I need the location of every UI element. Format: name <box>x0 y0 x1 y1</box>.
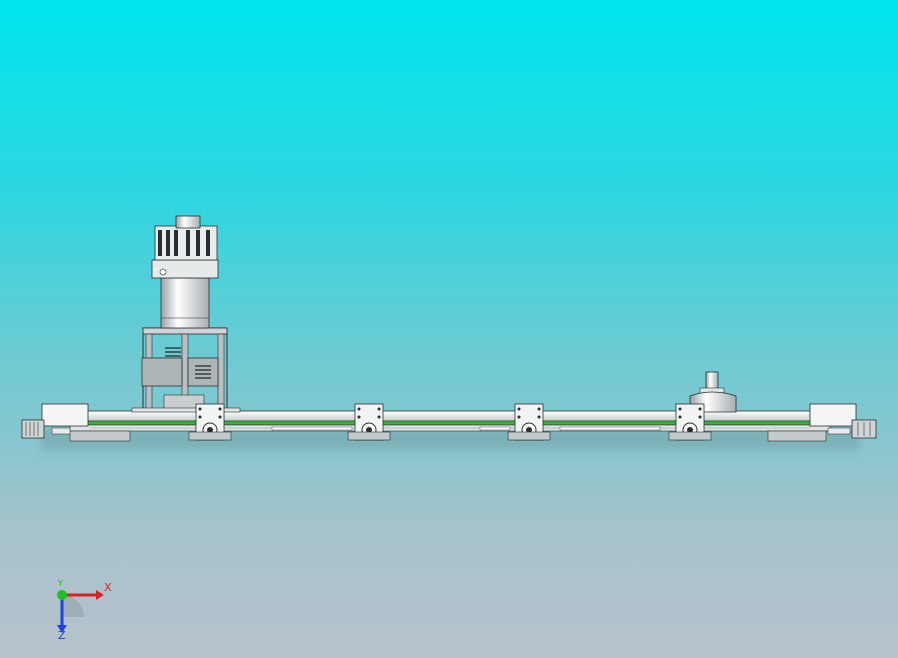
right-end-cap[interactable] <box>767 403 877 442</box>
axis-triad: X Y Z <box>40 575 120 645</box>
roller-unit-1[interactable] <box>188 403 232 441</box>
roller-unit-4[interactable] <box>668 403 712 441</box>
roller-unit-3[interactable] <box>507 403 551 441</box>
y-axis-label: Y <box>58 579 63 588</box>
x-axis-label: X <box>104 581 112 594</box>
rail-shadow <box>40 428 860 450</box>
conveyor-belt <box>69 420 831 426</box>
z-axis-label: Z <box>58 629 66 642</box>
drive-motor-tower[interactable] <box>131 215 241 413</box>
left-end-cap[interactable] <box>21 403 131 442</box>
main-rail[interactable] <box>69 410 831 432</box>
axis-triad-icon <box>57 590 104 633</box>
roller-unit-2[interactable] <box>347 403 391 441</box>
